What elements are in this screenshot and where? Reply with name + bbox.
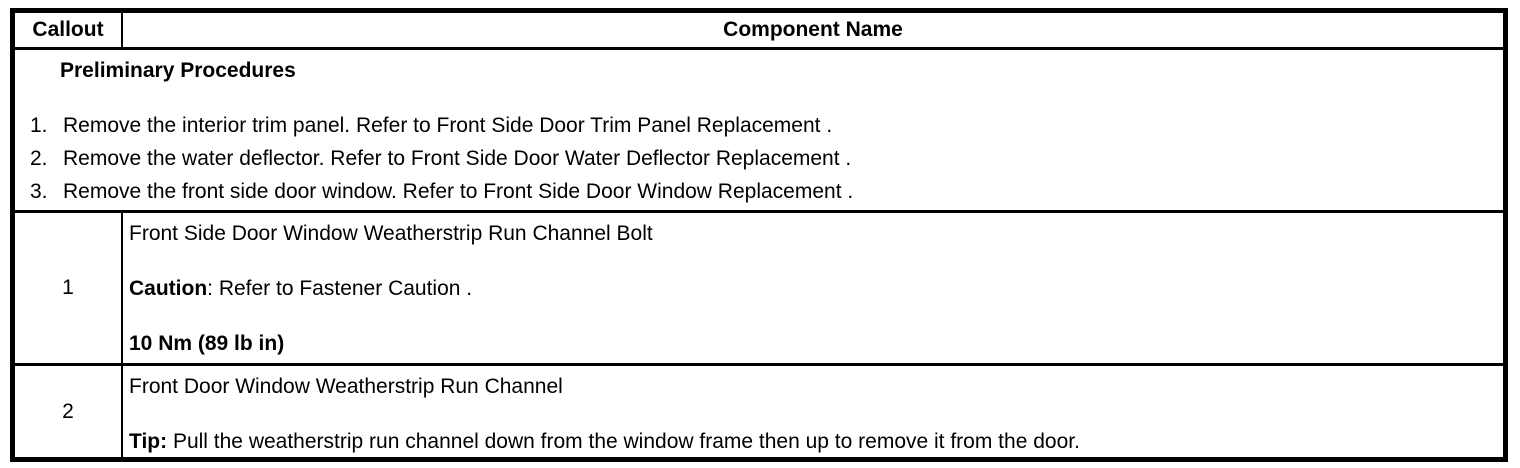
list-item-text: Remove the front side door window. Refer… xyxy=(63,180,854,203)
callout-number: 1 xyxy=(62,276,74,299)
caution-text: : Refer to Fastener Caution . xyxy=(207,277,473,300)
component-name: Front Door Window Weatherstrip Run Chann… xyxy=(129,375,563,398)
table-header-row: Callout Component Name xyxy=(15,13,1503,50)
component-cell: Front Door Window Weatherstrip Run Chann… xyxy=(123,366,1503,457)
list-item-number: 3. xyxy=(30,180,48,203)
component-name-header-label: Component Name xyxy=(723,18,903,41)
preliminary-steps-list: 1. Remove the interior trim panel. Refer… xyxy=(15,109,1503,208)
list-item-number: 2. xyxy=(30,147,48,170)
table-row: 2 Front Door Window Weatherstrip Run Cha… xyxy=(15,366,1503,457)
header-cell-callout: Callout xyxy=(15,13,123,47)
preliminary-procedures-title: Preliminary Procedures xyxy=(60,59,296,82)
component-callout-table: Callout Component Name Preliminary Proce… xyxy=(10,8,1508,462)
list-item: 1. Remove the interior trim panel. Refer… xyxy=(15,109,1503,142)
component-cell: Front Side Door Window Weatherstrip Run … xyxy=(123,213,1503,363)
callout-cell: 1 xyxy=(15,213,123,363)
list-item: 3. Remove the front side door window. Re… xyxy=(15,175,1503,208)
list-item-number: 1. xyxy=(30,114,48,137)
list-item-text: Remove the interior trim panel. Refer to… xyxy=(63,114,833,137)
list-item-text: Remove the water deflector. Refer to Fro… xyxy=(63,147,852,170)
preliminary-procedures-row: Preliminary Procedures 1. Remove the int… xyxy=(15,50,1503,213)
table-row: 1 Front Side Door Window Weatherstrip Ru… xyxy=(15,213,1503,366)
tip-note: Tip: Pull the weatherstrip run channel d… xyxy=(129,425,1491,457)
callout-cell: 2 xyxy=(15,366,123,457)
torque-spec: 10 Nm (89 lb in) xyxy=(129,332,285,355)
list-item: 2. Remove the water deflector. Refer to … xyxy=(15,142,1503,175)
header-cell-component-name: Component Name xyxy=(123,13,1503,47)
tip-label: Tip: xyxy=(129,430,168,453)
tip-text: Pull the weatherstrip run channel down f… xyxy=(167,430,1080,453)
caution-note: Caution: Refer to Fastener Caution . xyxy=(129,272,1491,305)
caution-label: Caution xyxy=(129,277,208,300)
component-name: Front Side Door Window Weatherstrip Run … xyxy=(129,222,653,245)
callout-number: 2 xyxy=(62,399,74,423)
callout-header-label: Callout xyxy=(32,18,104,41)
